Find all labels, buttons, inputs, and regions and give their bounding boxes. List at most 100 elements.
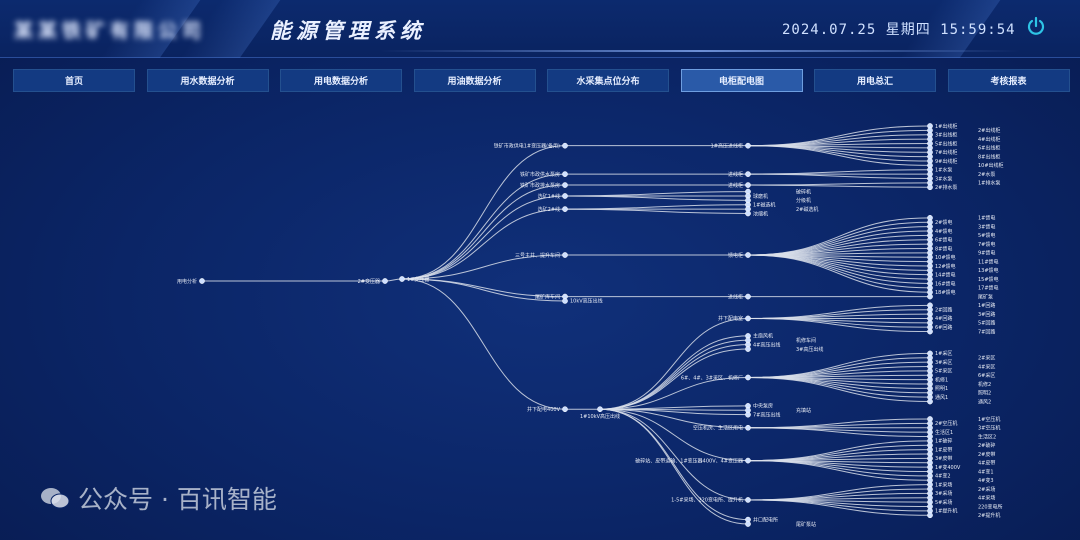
tree-node-label: 5#采区 — [935, 368, 952, 375]
tree-node[interactable] — [745, 252, 751, 258]
tree-node[interactable] — [745, 497, 751, 503]
tree-node[interactable] — [745, 424, 751, 431]
nav-tab-2[interactable]: 用电数据分析 — [280, 69, 402, 92]
tree-node[interactable] — [745, 293, 751, 300]
tree-node-label: 6#采区 — [978, 372, 995, 379]
nav-tab-1[interactable]: 用水数据分析 — [146, 69, 269, 92]
tree-node-label: 1#采场 — [935, 481, 952, 488]
tree-node-label: 1#馈电 — [978, 215, 995, 222]
tree-link — [564, 204, 749, 210]
tree-node-label: 选矿2#线 — [538, 206, 560, 213]
tree-node[interactable] — [745, 315, 751, 322]
tree-node-label: 1#水泵 — [935, 167, 952, 174]
tree-node[interactable] — [927, 512, 933, 519]
tree-node-label: 尾矿库车间 — [535, 293, 560, 300]
tree-node-label: 破碎机 — [796, 188, 811, 195]
tree-node[interactable] — [562, 193, 568, 199]
tree-link — [747, 422, 931, 429]
tree-node-label: 尾矿泵站 — [796, 521, 816, 528]
tree-node[interactable] — [745, 210, 751, 217]
nav-tab-7[interactable]: 考核报表 — [947, 69, 1070, 92]
tree-node-label: 照明1 — [935, 386, 948, 392]
tree-node-label: 9#馈电 — [978, 250, 995, 257]
tree-node[interactable] — [745, 182, 751, 188]
tree-node-label: 空压机房、生活区用电 — [693, 425, 743, 432]
tree-link — [747, 254, 931, 293]
tree-node-label: 1#采区 — [935, 350, 952, 357]
tree-node-label: 3#采场 — [935, 490, 952, 497]
tree-node-label: 通风1 — [935, 394, 948, 401]
tree-node-label: 2#采区 — [978, 355, 995, 362]
tree-node[interactable] — [745, 374, 751, 381]
tree-node-label: 5#回路 — [978, 320, 995, 327]
tree-node-label: 12#馈电 — [935, 263, 956, 270]
tree-node-label: 2#皮带 — [978, 451, 995, 458]
tree-node-label: 3#皮带 — [935, 455, 952, 462]
tree-node[interactable] — [745, 411, 751, 418]
tree-node-label: 2#空压机 — [935, 420, 957, 427]
tree-node[interactable] — [562, 406, 568, 413]
tree-node[interactable] — [927, 328, 933, 335]
tree-node-label: 机修车间 — [796, 337, 816, 344]
tree-node-label: 3#空压机 — [978, 425, 1000, 432]
tree-link — [401, 173, 566, 280]
tree-link — [747, 376, 931, 403]
tree-node-label: 3#馈电 — [978, 223, 995, 230]
tree-node[interactable] — [562, 171, 568, 177]
tree-node-label: 3#采区 — [935, 359, 952, 366]
tree-node[interactable] — [562, 142, 568, 149]
tree-node[interactable] — [745, 457, 751, 464]
tree-node-label: 6#馈电 — [935, 237, 952, 244]
tree-node-label: 井下配电400V — [527, 406, 561, 413]
tree-node-label: 1#回路 — [978, 302, 995, 309]
tree-node-label: 井下配电室 — [718, 315, 743, 322]
tree-node-label: 5#馈电 — [978, 232, 995, 239]
tree-node-label: 4#变2 — [935, 473, 951, 480]
tree-node[interactable] — [399, 276, 405, 282]
tree-node[interactable] — [745, 521, 751, 527]
tree-node[interactable] — [927, 398, 933, 405]
tree-node-label: 1#皮带 — [935, 446, 952, 453]
tree-node-label: 3#回路 — [978, 311, 995, 318]
tree-node[interactable] — [745, 142, 751, 149]
tree-node[interactable] — [199, 278, 205, 284]
tree-node[interactable] — [562, 206, 568, 212]
tree-node-label: 10#出线柜 — [978, 162, 1004, 169]
tree-node-label: 铁矿市政供电1#变压器(备用) — [494, 142, 560, 149]
tree-node[interactable] — [562, 252, 568, 258]
tree-node-label: 5#采场 — [935, 499, 952, 506]
tree-node-label: 2#变压器 — [358, 278, 380, 285]
tree-node[interactable] — [745, 346, 751, 352]
tree-node[interactable] — [927, 184, 933, 191]
nav-tab-0[interactable]: 首页 — [13, 69, 135, 92]
tree-node-label: 2#馈电 — [935, 219, 952, 226]
nav-tab-4[interactable]: 水采集点位分布 — [547, 69, 669, 92]
tree-node-label: 6#出线柜 — [978, 145, 1000, 152]
nav-tab-5[interactable]: 电柜配电图 — [680, 69, 803, 92]
tree-node-label: 主扇风机 — [753, 333, 773, 340]
tree-node-label: 5#出线柜 — [935, 140, 957, 147]
tree-node-label: 4#高压出线 — [753, 341, 780, 348]
tree-node-label: 3#出线柜 — [935, 132, 957, 139]
power-icon[interactable] — [1026, 16, 1046, 36]
tree-node-label: 铁矿市政供水泵房 — [520, 171, 560, 178]
nav-tab-3[interactable]: 用油数据分析 — [413, 69, 536, 92]
tree-node-label: 馈电柜 — [728, 252, 743, 259]
watermark: 公众号 · 百讯智能 — [40, 480, 277, 516]
tree-node[interactable] — [745, 171, 751, 177]
tree-node[interactable] — [562, 298, 568, 304]
tree-node-label: 1#变400V — [935, 464, 961, 471]
tree-node-label: 生活区2 — [978, 433, 996, 440]
tree-node-label: 2#磁选机 — [796, 206, 818, 213]
tree-node[interactable] — [927, 293, 933, 300]
tree-node-label: 照明2 — [978, 391, 991, 397]
tree-node-label: 10kV高压出线 — [570, 298, 603, 305]
tree-link — [747, 313, 931, 319]
tree-node-label: 1#提升机 — [935, 508, 957, 515]
tree-node[interactable] — [562, 182, 568, 188]
tree-link — [401, 208, 566, 280]
nav-tab-6[interactable]: 用电总汇 — [814, 69, 936, 92]
tree-node[interactable] — [382, 278, 388, 284]
tree-node-label: 3#高压出线 — [796, 346, 823, 353]
tree-node[interactable] — [597, 406, 603, 413]
